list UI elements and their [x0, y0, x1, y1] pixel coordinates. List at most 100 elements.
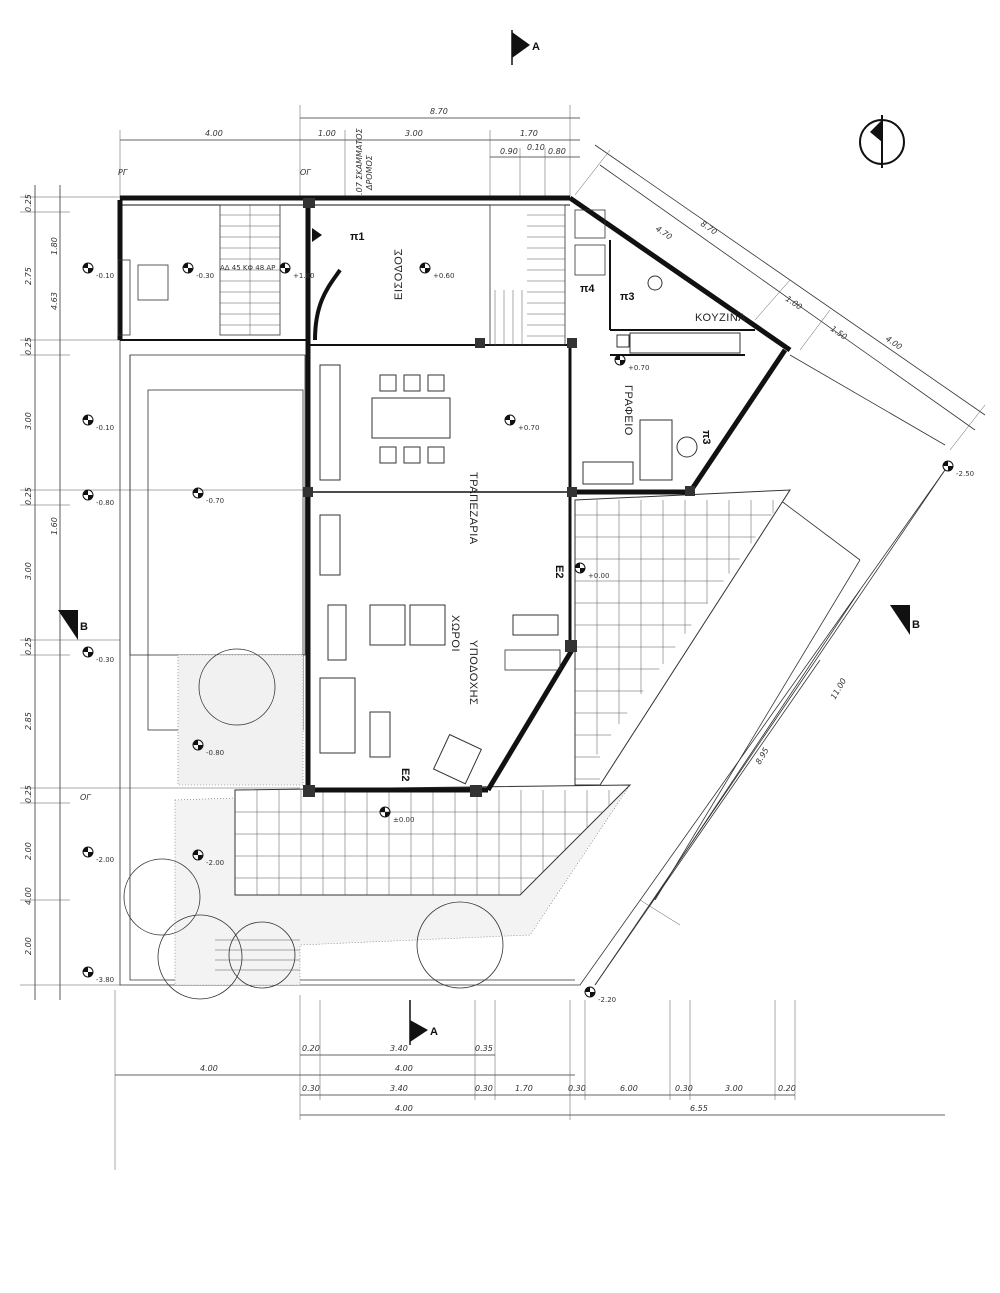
section-marks: Α Α Β Β: [58, 30, 920, 1045]
dim-diag-3: 1.00: [784, 294, 804, 311]
section-a-bottom-icon: Α: [409, 1000, 438, 1045]
level-marker-icon: -0.80: [192, 739, 224, 757]
dim-left-10: 2.85: [24, 712, 33, 730]
dim-bot-13: 3.00: [725, 1084, 743, 1093]
dim-bot-2: 0.20: [302, 1044, 320, 1053]
dim-top-total: 8.70: [430, 107, 448, 116]
top-dimension-lines: 8.70 4.00 1.00 3.00 1.70 0.90 0.10 0.80 …: [118, 105, 580, 200]
level-value: -0.30: [196, 272, 214, 280]
grid-label-rg: ΡΓ: [118, 168, 128, 177]
dim-bot-9: 1.70: [515, 1084, 533, 1093]
level-value: -2.20: [598, 996, 616, 1004]
dim-left-8: 0.25: [24, 487, 33, 505]
section-b-right-icon: Β: [890, 605, 920, 635]
svg-text:Β: Β: [912, 619, 920, 631]
dim-bot-14: 0.20: [778, 1084, 796, 1093]
dim-bot-15: 4.00: [395, 1104, 413, 1113]
dim-left-15: 0.25: [24, 785, 33, 803]
dim-diag-long-1: 11.00: [829, 677, 848, 701]
dim-left-3: 2.75: [24, 267, 33, 285]
dim-left-6: 4.63: [50, 292, 59, 310]
room-labels: ΕΙΣΟΔΟΣ ΤΡΑΠΕΖΑΡΙΑ ΓΡΑΦΕΙΟ ΚΟΥΖΙΝΑ ΧΩΡΟΙ…: [393, 249, 746, 706]
dim-top-3: 3.00: [405, 129, 423, 138]
door-window-tags: π1 π3 π4 π3 Ε2 Ε2: [350, 231, 712, 781]
dim-left-1: 0.25: [24, 194, 33, 212]
level-markers: +0.60 +0.70 +1.80 -0.10 -0.30 -0.10 -0.70 -0.80…: [82, 262, 974, 1004]
level-marker-icon: -0.80: [82, 489, 114, 507]
dim-left-5: 3.00: [24, 412, 33, 430]
dim-bot-10: 0.30: [568, 1084, 586, 1093]
room-entrance: ΕΙΣΟΔΟΣ: [393, 249, 405, 301]
level-value: +0.00: [588, 572, 609, 580]
dim-diag-5: 4.00: [884, 334, 904, 351]
level-marker-icon: -0.30: [182, 262, 214, 280]
level-value: -0.30: [96, 656, 114, 664]
room-reception-1: ΧΩΡΟΙ: [449, 615, 461, 652]
section-a-top-icon: Α: [511, 30, 540, 65]
level-marker-icon: -0.10: [82, 262, 114, 280]
level-value: -2.00: [96, 856, 114, 864]
note-excavation: 0.07 ΣΚΑΜΜΑΤΟΣ: [355, 127, 364, 200]
level-marker-icon: -2.50: [942, 460, 974, 478]
tag-e2a: Ε2: [553, 565, 565, 578]
dim-bot-8: 0.30: [475, 1084, 493, 1093]
level-value: +0.70: [628, 364, 649, 372]
level-value: -0.70: [206, 497, 224, 505]
dim-bot-16: 6.55: [690, 1104, 708, 1113]
svg-text:Α: Α: [430, 1026, 438, 1038]
dim-bot-7: 3.40: [390, 1084, 408, 1093]
level-marker-icon: ±0.00: [379, 806, 414, 824]
room-reception-2: ΥΠΟΔΟΧΗΣ: [467, 640, 479, 705]
dim-left-2: 1.80: [50, 237, 59, 255]
room-kitchen: ΚΟΥΖΙΝΑ: [695, 312, 746, 324]
tag-p3: π3: [620, 291, 635, 303]
dim-left-14: 2.00: [24, 937, 33, 955]
dim-bot-5: 4.00: [395, 1064, 413, 1073]
tree-circle: [198, 648, 276, 726]
level-value: -3.80: [96, 976, 114, 984]
level-marker-icon: -0.70: [192, 487, 224, 505]
level-value: -2.00: [206, 859, 224, 867]
dim-left-13: 4.00: [24, 887, 33, 905]
dim-top-6: 0.10: [527, 143, 545, 152]
dim-left-4: 0.25: [24, 337, 33, 355]
north-arrow-icon: [859, 115, 905, 168]
level-value: -0.10: [96, 424, 114, 432]
house-walls: [117, 195, 792, 797]
dim-bot-11: 6.00: [620, 1084, 638, 1093]
dim-bot-1: 4.00: [200, 1064, 218, 1073]
dim-left-11: 0.25: [24, 637, 33, 655]
grid-label-og-top: ΟΓ: [300, 168, 311, 177]
svg-text:Β: Β: [80, 621, 88, 633]
level-value: ±0.00: [393, 816, 414, 824]
dim-top-5: 0.90: [500, 147, 518, 156]
entry-arrow-icon: [312, 228, 322, 242]
tag-p3b: π3: [700, 430, 712, 445]
level-marker-icon: +1.80: [279, 262, 314, 280]
bottom-dimension-lines: 4.00 0.20 3.40 0.35 4.00 0.30 3.40 0.30 …: [114, 990, 945, 1170]
dim-bot-12: 0.30: [675, 1084, 693, 1093]
stairs: ΑΔ 45 ΚΦ 48 ΑΡ: [219, 204, 566, 346]
level-marker-icon: -0.30: [82, 646, 114, 664]
dim-bot-6: 0.30: [302, 1084, 320, 1093]
handwritten-note: ΑΔ 45 ΚΦ 48 ΑΡ: [220, 264, 275, 272]
dim-left-9: 1.60: [50, 517, 59, 535]
level-marker-icon: -2.00: [192, 849, 224, 867]
level-value: -0.80: [96, 499, 114, 507]
left-dimension-lines: 0.25 1.80 2.75 0.25 3.00 4.63 3.00 0.25 …: [20, 185, 310, 1000]
dim-top-1: 4.00: [205, 129, 223, 138]
tag-e2b: Ε2: [399, 768, 411, 781]
level-value: +0.70: [518, 424, 539, 432]
level-value: -2.50: [956, 470, 974, 478]
tag-p1: π1: [350, 231, 365, 243]
dim-left-7: 3.00: [24, 562, 33, 580]
dim-bot-4: 0.35: [475, 1044, 493, 1053]
furniture: [117, 209, 741, 785]
dim-diag-2: 4.70: [654, 224, 674, 241]
grid-label-og-left: ΟΓ: [80, 793, 91, 802]
tag-p4: π4: [580, 283, 595, 295]
level-marker-icon: +0.70: [504, 414, 539, 432]
level-value: +0.60: [433, 272, 454, 280]
dim-diag-1: 8.70: [699, 219, 719, 236]
room-dining: ΤΡΑΠΕΖΑΡΙΑ: [467, 472, 479, 545]
